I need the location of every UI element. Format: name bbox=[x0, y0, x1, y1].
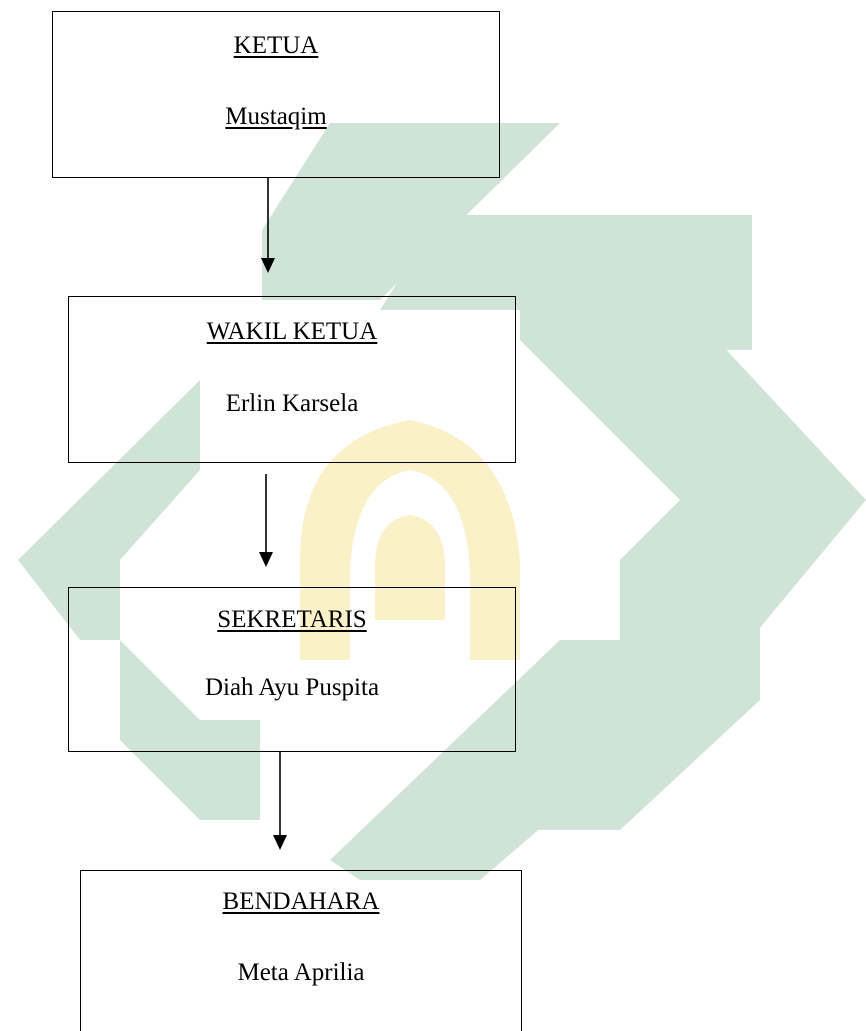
role-label: BENDAHARA bbox=[222, 888, 380, 915]
member-name: Diah Ayu Puspita bbox=[204, 674, 380, 701]
org-box-ketua: KETUA Mustaqim bbox=[52, 11, 500, 178]
member-name: Erlin Karsela bbox=[225, 390, 359, 417]
member-name: Mustaqim bbox=[225, 103, 327, 130]
role-label: KETUA bbox=[233, 32, 319, 59]
role-label: SEKRETARIS bbox=[217, 606, 367, 633]
org-box-wakil-ketua: WAKIL KETUA Erlin Karsela bbox=[68, 296, 516, 463]
role-label: WAKIL KETUA bbox=[206, 318, 378, 345]
org-box-bendahara: BENDAHARA Meta Aprilia bbox=[80, 870, 522, 1031]
org-box-sekretaris: SEKRETARIS Diah Ayu Puspita bbox=[68, 587, 516, 752]
member-name: Meta Aprilia bbox=[237, 959, 365, 986]
